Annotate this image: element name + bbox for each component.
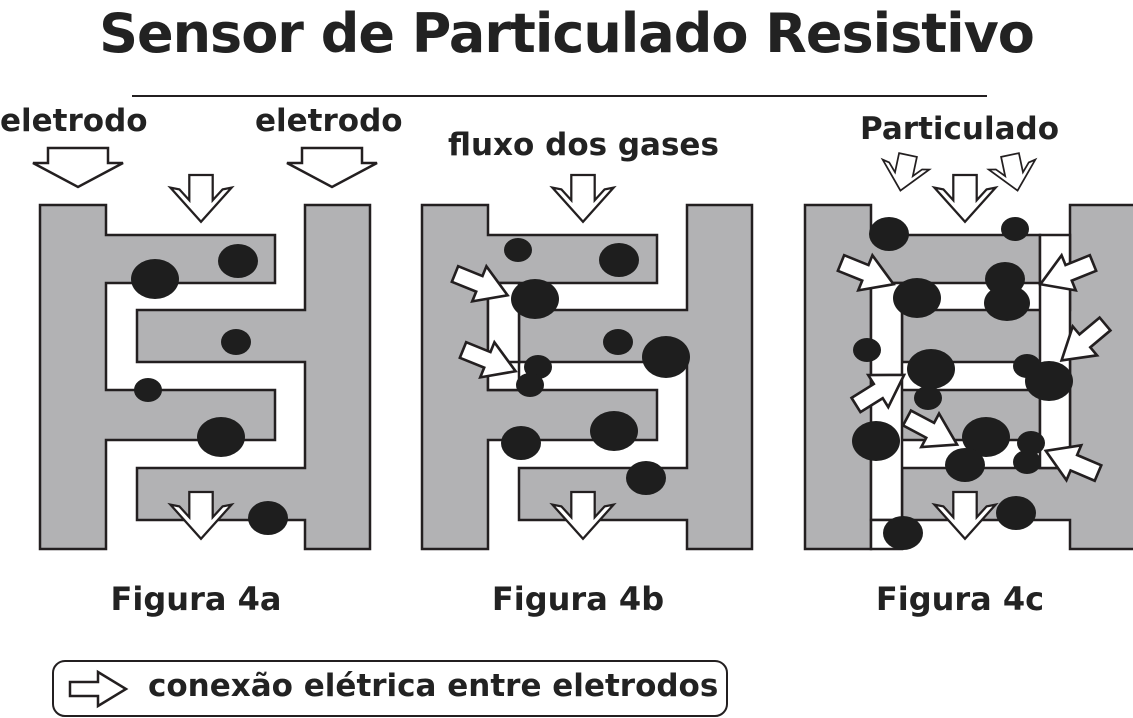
caption-figure-4b: Figura 4b bbox=[491, 580, 665, 618]
outline-arrow-icon bbox=[68, 669, 129, 709]
particles-4b bbox=[501, 238, 690, 495]
particles-4c bbox=[852, 217, 1073, 550]
page-title: Sensor de Particulado Resistivo bbox=[99, 2, 1035, 65]
electrode-label-right: eletrodo bbox=[255, 103, 403, 139]
legend-text: conexão elétrica entre eletrodos bbox=[148, 668, 719, 704]
electrode-label-left: eletrodo bbox=[0, 103, 148, 139]
caption-figure-4c: Figura 4c bbox=[875, 580, 1045, 618]
figure-4c bbox=[803, 149, 1133, 551]
electrode-arrow-left bbox=[32, 146, 124, 189]
figure-4b bbox=[420, 173, 754, 551]
electrode-arrow-right bbox=[286, 146, 378, 189]
particulate-label: Particulado bbox=[860, 111, 1060, 147]
particles-4a bbox=[131, 244, 288, 535]
legend-box bbox=[52, 660, 728, 717]
gas-flow-label: fluxo dos gases bbox=[448, 127, 719, 163]
caption-figure-4a: Figura 4a bbox=[110, 580, 282, 618]
figure-4a bbox=[38, 173, 372, 551]
